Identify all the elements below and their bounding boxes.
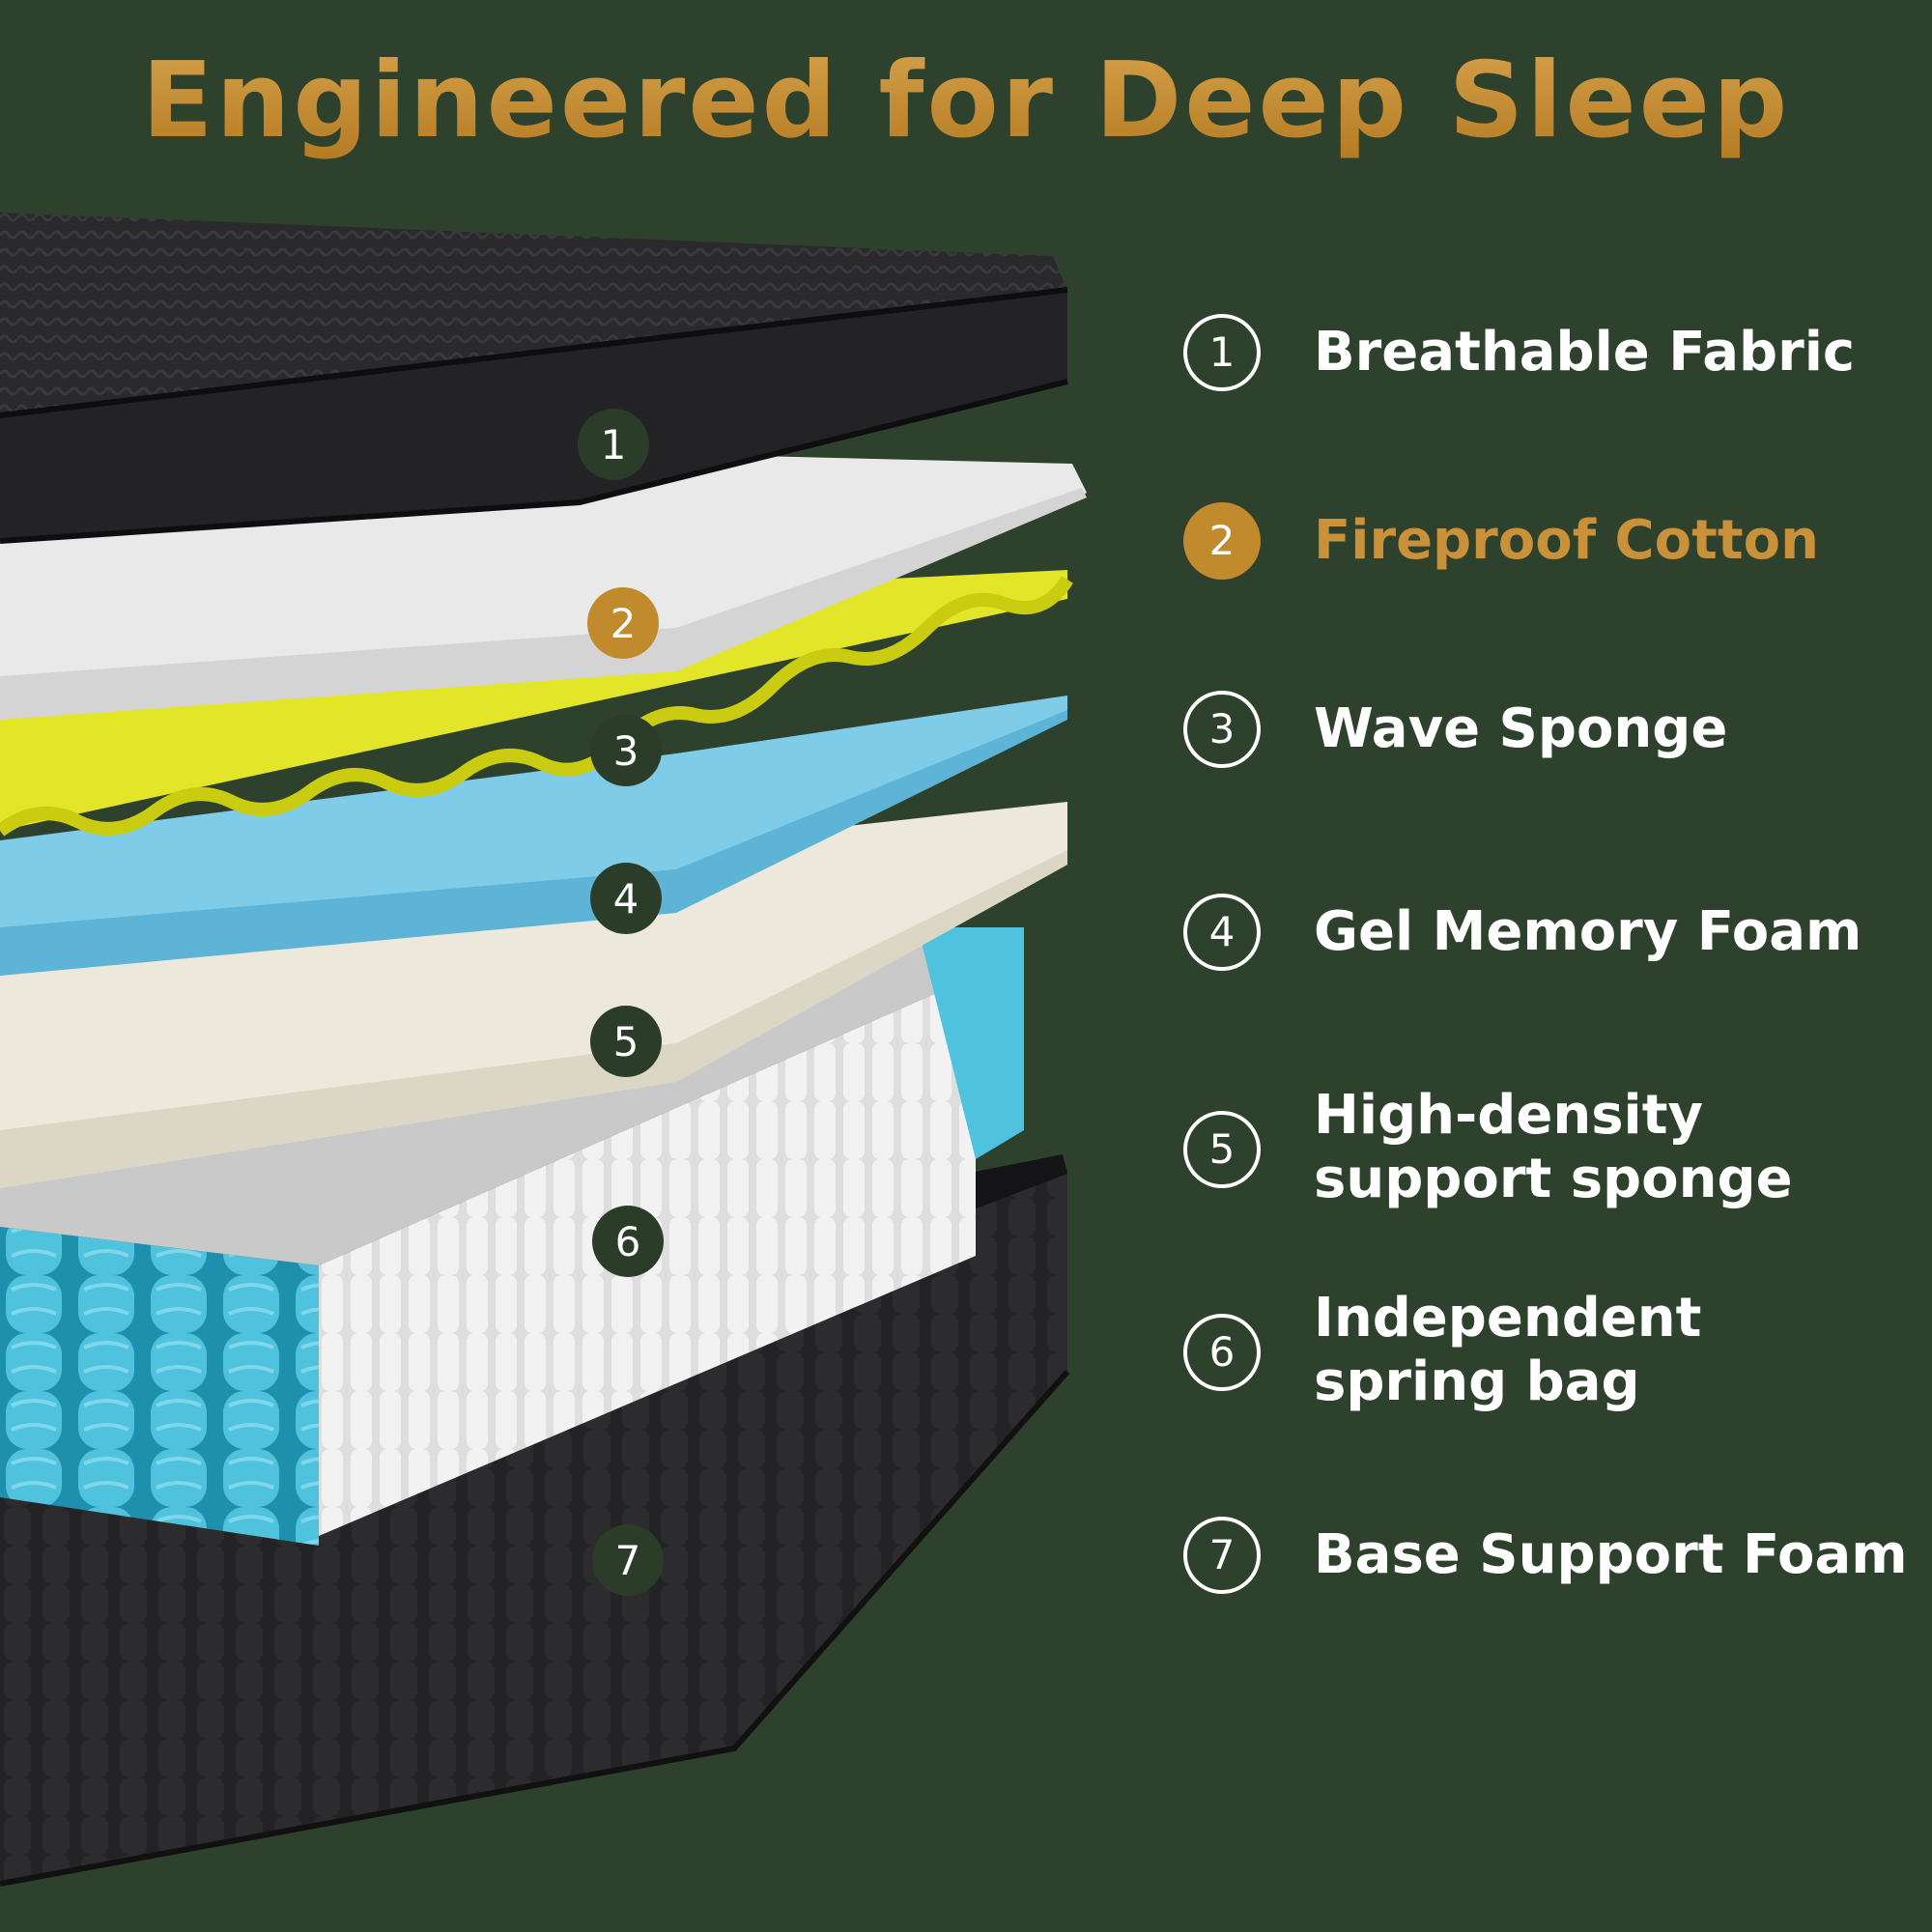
legend-number-badge: 4: [1183, 894, 1261, 971]
legend-number-badge: 6: [1183, 1314, 1261, 1391]
layer-marker-number: 7: [615, 1537, 641, 1584]
legend-label: Base Support Foam: [1314, 1523, 1908, 1586]
layer-marker-circle: [592, 1206, 664, 1277]
layer-3-wave-sponge: [0, 570, 1073, 837]
legend-number-badge: 2: [1183, 502, 1261, 580]
layer-marker-7: 7: [592, 1524, 664, 1596]
legend-label-line: support sponge: [1314, 1148, 1793, 1210]
layer-marker-circle: [587, 587, 659, 659]
legend-item-3: 3 Wave Sponge: [1183, 691, 1918, 807]
legend-number-badge: 1: [1183, 314, 1261, 391]
legend-item-2: 2 Fireproof Cotton: [1183, 502, 1918, 618]
legend-item-4: 4 Gel Memory Foam: [1183, 894, 1918, 1009]
legend-number-badge: 7: [1183, 1517, 1261, 1594]
layer-marker-number: 5: [613, 1018, 639, 1065]
layer-marker-number: 2: [611, 600, 637, 647]
legend-label: Breathable Fabric: [1314, 321, 1856, 384]
layer-1-breathable-fabric: [0, 213, 1068, 544]
legend-label-line: spring bag: [1314, 1350, 1640, 1413]
legend-item-1: 1 Breathable Fabric: [1183, 314, 1918, 430]
layer-marker-4: 4: [590, 863, 662, 934]
mattress-layers-illustration: 1 2 3 4 5 6 7: [0, 213, 1087, 1887]
layer-marker-2: 2: [587, 587, 659, 659]
layer-marker-circle: [592, 1524, 664, 1596]
legend-label: Gel Memory Foam: [1314, 900, 1862, 963]
legend-item-7: 7 Base Support Foam: [1183, 1517, 1918, 1633]
layer-marker-number: 3: [613, 727, 639, 775]
layer-marker-number: 4: [613, 875, 639, 923]
layer-4-gel-foam: [0, 696, 1067, 976]
page-title: Engineered for Deep Sleep: [0, 39, 1932, 164]
layer-marker-circle: [590, 1006, 662, 1077]
layer-marker-circle: [578, 409, 649, 480]
layer-marker-1: 1: [578, 409, 649, 480]
layer-marker-number: 1: [601, 421, 627, 469]
layer-marker-circle: [590, 863, 662, 934]
layer-marker-number: 6: [615, 1218, 641, 1265]
layer-5-support-sponge: [0, 802, 1067, 1188]
legend-label: Wave Sponge: [1314, 697, 1728, 760]
layer-marker-3: 3: [590, 715, 662, 786]
layer-marker-6: 6: [592, 1206, 664, 1277]
layer-marker-5: 5: [590, 1006, 662, 1077]
legend-label: Fireproof Cotton: [1314, 509, 1820, 572]
legend-number-badge: 3: [1183, 691, 1261, 768]
legend-number-badge: 5: [1183, 1111, 1261, 1188]
layer-marker-circle: [590, 715, 662, 786]
legend-label-line: High-density: [1314, 1084, 1703, 1147]
legend-label-line: Independent: [1314, 1287, 1702, 1350]
